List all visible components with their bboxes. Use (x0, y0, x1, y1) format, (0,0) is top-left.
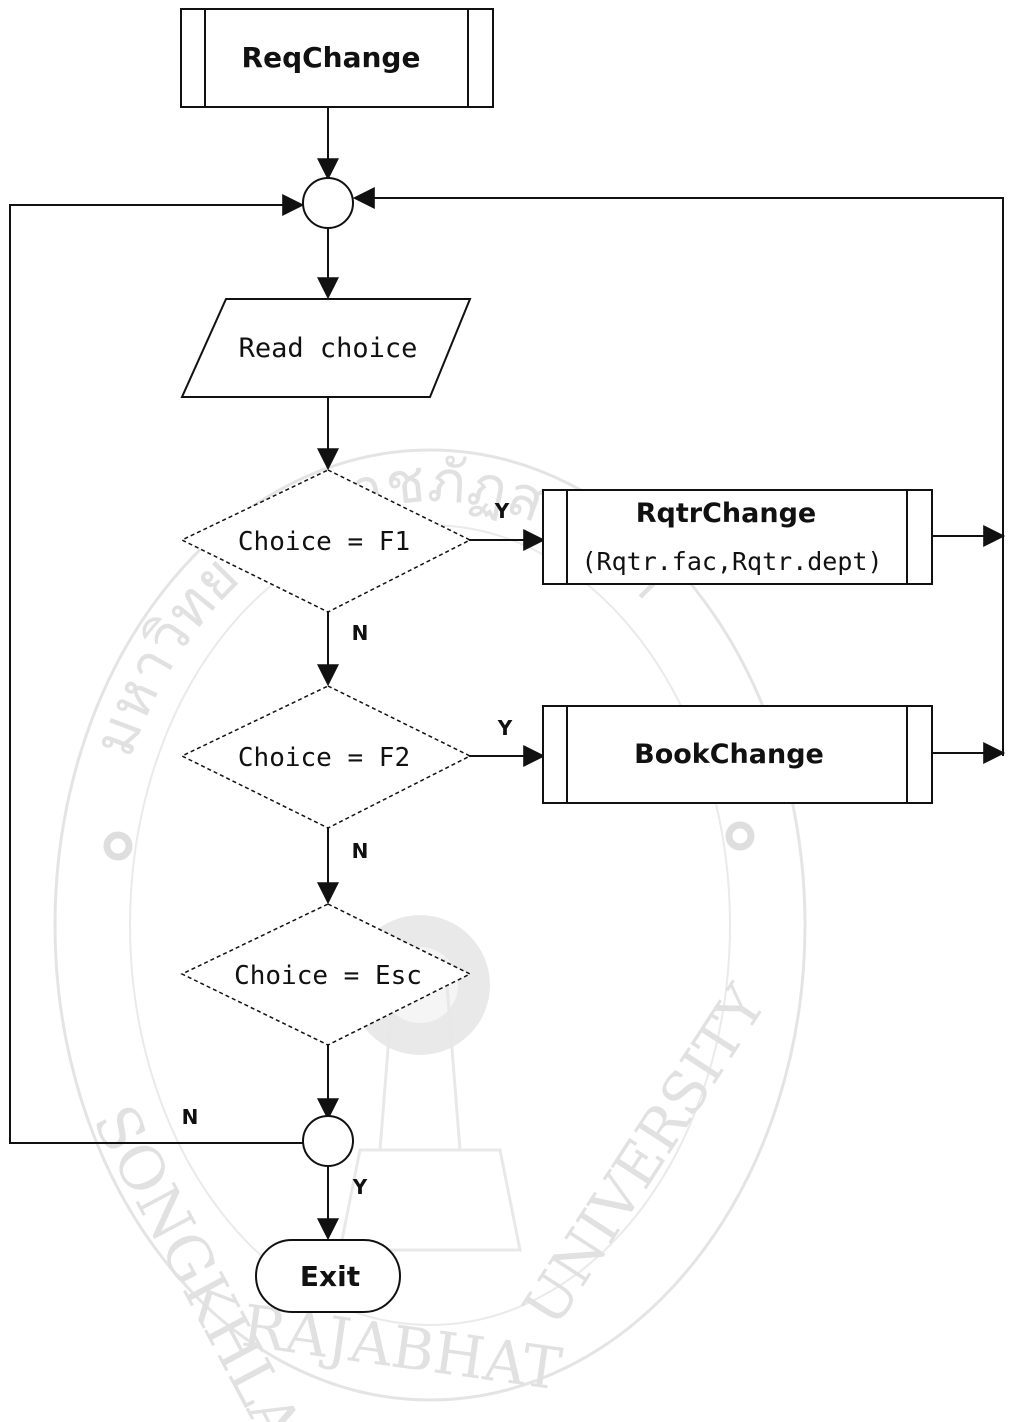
branch-label-f2-no: N (352, 839, 369, 863)
subroutine-bookchange: BookChange (542, 705, 933, 804)
seal-dot-right (725, 821, 755, 851)
seal-text-right: UNIVERSITY (510, 973, 780, 1338)
edge-right-return-loop (352, 187, 1004, 756)
terminal-exit: Exit (255, 1239, 401, 1313)
decision-f1: Choice = F1 (180, 469, 472, 613)
start-module-label: ReqChange (242, 41, 421, 74)
subroutine-rqtrchange: RqtrChange (Rqtr.fac,Rqtr.dept) (542, 489, 933, 585)
edge-merge-no-loop (9, 194, 305, 1144)
exit-merge-connector (302, 1115, 354, 1167)
branch-label-esc-yes: Y (352, 1175, 368, 1199)
subroutine-bookchange-name: BookChange (634, 739, 824, 770)
connectors (9, 107, 1006, 1241)
decision-f2-label: Choice = F2 (238, 743, 410, 773)
decision-esc-label: Choice = Esc (234, 961, 422, 991)
seal-outer-ring (53, 448, 807, 1402)
start-module-box: ReqChange (180, 8, 494, 108)
loop-join-connector (302, 177, 354, 229)
branch-label-f1-no: N (352, 621, 369, 645)
branch-label-f1-yes: Y (494, 499, 510, 523)
branch-label-esc-no: N (182, 1105, 199, 1129)
input-step: Read choice (180, 298, 472, 398)
branch-label-f2-yes: Y (497, 716, 513, 740)
subroutine-rqtrchange-name: RqtrChange (636, 498, 816, 529)
input-step-label: Read choice (239, 333, 418, 364)
decision-f1-label: Choice = F1 (238, 527, 410, 557)
terminal-exit-label: Exit (300, 1260, 360, 1293)
decision-esc: Choice = Esc (180, 903, 472, 1046)
university-seal-watermark: มหาวิทยาลัยราชภัฏสงขลา SONGKHLA RAJABHAT… (53, 447, 807, 1422)
subroutine-rqtrchange-args: (Rqtr.fac,Rqtr.dept) (581, 547, 882, 576)
decision-f2: Choice = F2 (180, 685, 472, 829)
seal-dot-left (103, 831, 133, 861)
